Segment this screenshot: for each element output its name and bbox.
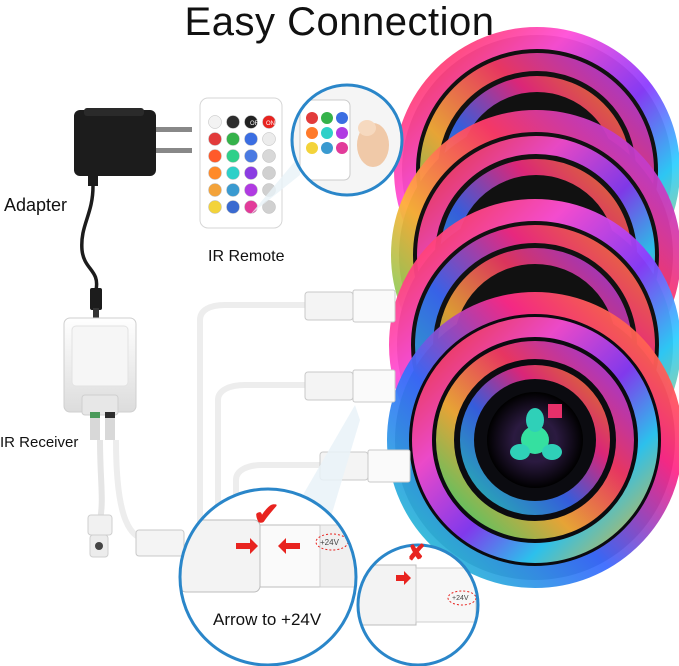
- remote-key: [244, 166, 258, 180]
- remote-key: [208, 166, 222, 180]
- strip-connector-2: [304, 369, 396, 403]
- remote-off-label: OFF: [250, 121, 262, 127]
- remote-key: [226, 149, 240, 163]
- adapter-label: Adapter: [4, 195, 68, 215]
- arrow-note-label: Arrow to +24V: [213, 610, 322, 629]
- remote-key: [208, 183, 222, 197]
- remote-key: [226, 166, 240, 180]
- remote-key: [208, 115, 222, 129]
- remote-key: [244, 132, 258, 146]
- remote-key: [244, 115, 258, 129]
- power-adapter: [74, 108, 192, 318]
- remote-on-label: ON: [266, 121, 275, 127]
- remote-key: [208, 132, 222, 146]
- remote-magnifier: [250, 83, 404, 215]
- remote-key: [262, 132, 276, 146]
- remote-key: [226, 200, 240, 214]
- ir-receiver-box: [63, 317, 137, 558]
- remote-key: [226, 115, 240, 129]
- remote-key: [262, 200, 276, 214]
- remote-key: [244, 183, 258, 197]
- remote-key: [244, 149, 258, 163]
- led-reel-4: [387, 292, 679, 588]
- reel-hub-icon: [510, 404, 562, 460]
- cross-mark-icon: ✘: [407, 540, 425, 565]
- correct-24v-mark: +24V: [320, 538, 340, 547]
- remote-key: [208, 200, 222, 214]
- page-title: Easy Connection: [184, 0, 495, 44]
- remote-key: [262, 115, 276, 129]
- remote-key: [244, 200, 258, 214]
- wrong-connection-magnifier: +24V ✘: [356, 540, 480, 666]
- wrong-24v-mark: +24V: [452, 595, 469, 602]
- strip-connector-4: [135, 529, 185, 557]
- remote-key: [226, 132, 240, 146]
- remote-key: [262, 149, 276, 163]
- correct-connection-magnifier: +24V ✔: [178, 405, 360, 666]
- strip-connector-1: [304, 289, 396, 323]
- ir-remote: OFF ON: [199, 97, 283, 229]
- remote-key: [226, 183, 240, 197]
- ir-receiver-label: IR Receiver: [0, 434, 79, 451]
- check-mark-icon: ✔: [253, 496, 280, 532]
- ir-remote-label: IR Remote: [208, 248, 285, 265]
- remote-key: [208, 149, 222, 163]
- remote-key: [262, 166, 276, 180]
